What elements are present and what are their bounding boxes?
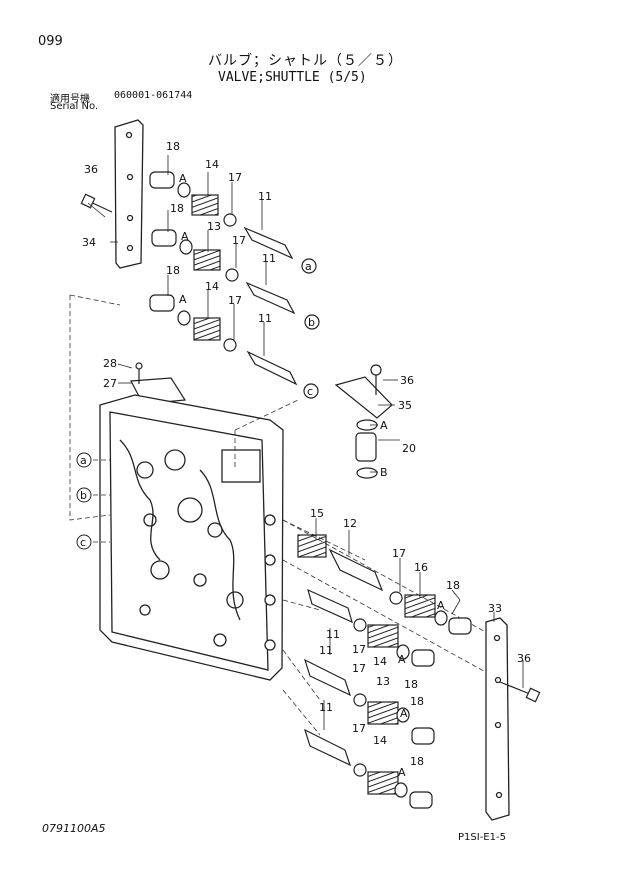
callout-18: 18 [446, 579, 460, 592]
page-code: P1SI-E1-5 [458, 832, 506, 843]
callout-a: a [305, 260, 312, 273]
callout-c: c [307, 385, 313, 398]
drawing-code: 0791100A5 [42, 822, 106, 835]
callout-36: 36 [84, 163, 98, 176]
callout-18: 18 [170, 202, 184, 215]
lower-spool-row-2 [307, 588, 435, 667]
callout-36: 36 [517, 652, 531, 665]
callout-11: 11 [258, 190, 272, 203]
callout-34: 34 [82, 236, 96, 249]
serial-label-japanese: 適用号機 [50, 94, 90, 105]
callout-A: A [398, 653, 406, 666]
lower-spool-row-1 [297, 534, 472, 635]
serial-range: 060001-061744 [114, 90, 193, 101]
callout-27: 27 [103, 377, 117, 390]
callout-18: 18 [166, 264, 180, 277]
callout-11: 11 [262, 252, 276, 265]
callout-12: 12 [343, 517, 357, 530]
lower-spool-row-4 [304, 728, 433, 809]
callout-18: 18 [410, 695, 424, 708]
callout-13: 13 [207, 220, 221, 233]
callout-a: a [80, 454, 87, 467]
upper-spool-row-1 [149, 171, 317, 274]
callout-18: 18 [166, 140, 180, 153]
page-title-japanese: バルブ；シャトル（５／５） [208, 53, 403, 69]
callout-17: 17 [232, 234, 246, 247]
callout-20: 20 [402, 442, 416, 455]
bolt-36-left [80, 193, 113, 213]
callout-A: A [398, 766, 406, 779]
callout-15: 15 [310, 507, 324, 520]
leader-lines [87, 155, 524, 730]
callout-36: 36 [400, 374, 414, 387]
callout-35: 35 [398, 399, 412, 412]
port-callouts-left [76, 452, 92, 550]
callout-A: A [380, 419, 388, 432]
callout-14: 14 [373, 734, 387, 747]
callout-A: A [179, 172, 187, 185]
callout-A: A [181, 230, 189, 243]
callout-11: 11 [319, 644, 333, 657]
callout-17: 17 [352, 643, 366, 656]
callout-18: 18 [404, 678, 418, 691]
callout-17: 17 [228, 171, 242, 184]
callout-14: 14 [205, 158, 219, 171]
callout-17: 17 [352, 662, 366, 675]
callout-b: b [80, 489, 87, 502]
callout-B: B [380, 466, 388, 479]
page-number: 099 [38, 34, 63, 49]
callout-18: 18 [410, 755, 424, 768]
callout-16: 16 [414, 561, 428, 574]
callout-33: 33 [488, 602, 502, 615]
serial-label: Serial No. [50, 101, 99, 112]
callout-11: 11 [326, 628, 340, 641]
callout-c: c [80, 536, 86, 549]
callout-14: 14 [205, 280, 219, 293]
valve-body [99, 394, 284, 681]
callout-28: 28 [103, 357, 117, 370]
bolt-36-right [499, 681, 541, 703]
callout-labels: 18 14 17 11 A a 18 A 13 17 11 b 18 A 14 … [80, 140, 531, 779]
callout-17: 17 [392, 547, 406, 560]
lower-spool-row-3 [304, 658, 435, 745]
callout-b: b [308, 316, 315, 329]
callout-11: 11 [319, 701, 333, 714]
upper-spool-row-3 [149, 294, 319, 399]
callout-A: A [400, 707, 408, 720]
page-title: VALVE;SHUTTLE (5/5) [218, 70, 367, 85]
upper-spool-row-2 [151, 229, 320, 330]
callout-17: 17 [228, 294, 242, 307]
plate-33 [485, 617, 510, 821]
callout-A: A [437, 599, 445, 612]
callout-A: A [179, 293, 187, 306]
callout-17: 17 [352, 722, 366, 735]
callout-13: 13 [376, 675, 390, 688]
plate-34 [114, 119, 144, 269]
shuttle-valve-group [334, 364, 393, 479]
callout-14: 14 [373, 655, 387, 668]
callout-11: 11 [258, 312, 272, 325]
